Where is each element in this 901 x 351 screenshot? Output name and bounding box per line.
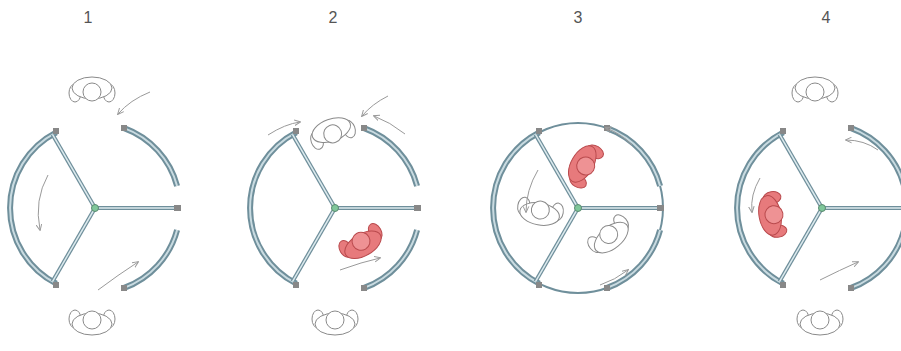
panel-number: 4 — [822, 10, 831, 26]
panel-number: 3 — [574, 10, 583, 26]
panel-number: 1 — [84, 10, 93, 26]
panel-number: 2 — [329, 10, 338, 26]
